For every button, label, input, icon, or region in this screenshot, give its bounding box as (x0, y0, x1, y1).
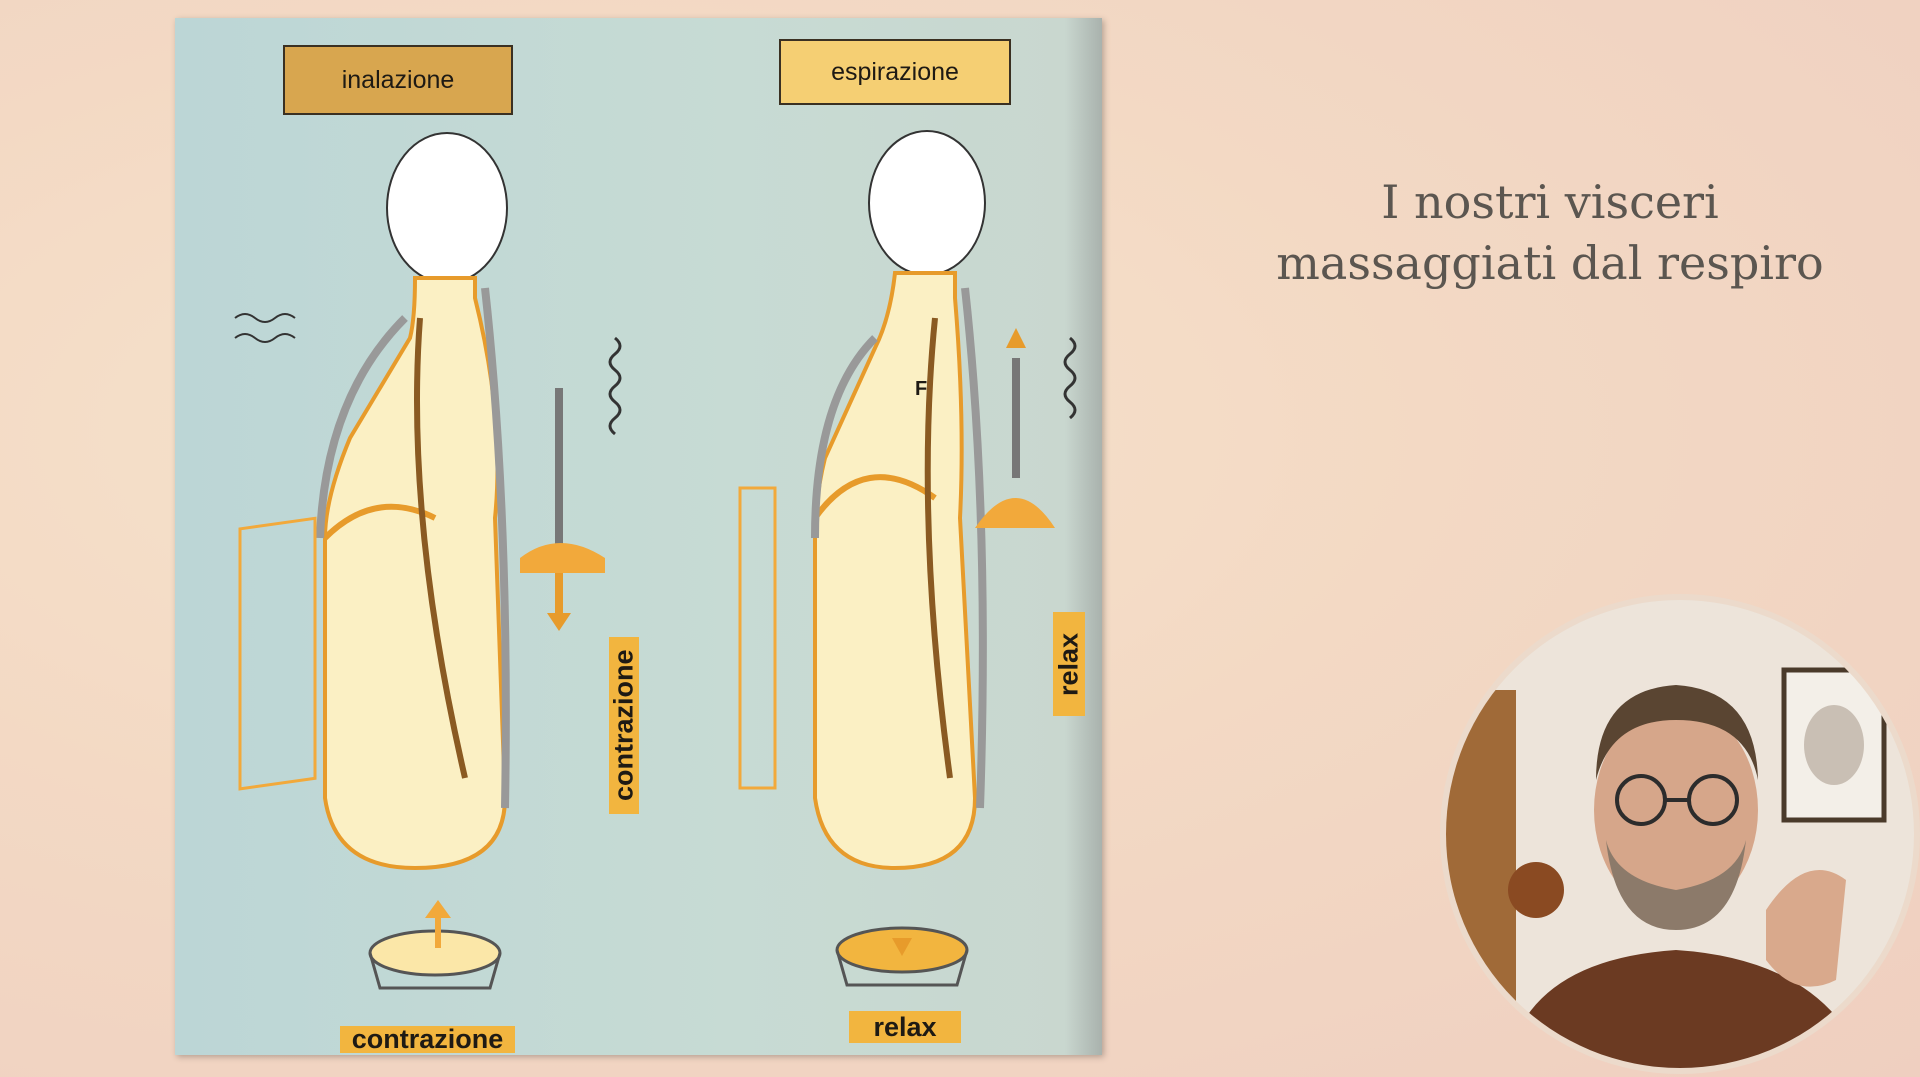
exhale-side-label: relax (1053, 612, 1085, 716)
force-marker: F (915, 378, 928, 400)
inhale-side-label: contrazione (609, 637, 639, 814)
slide-title: I nostri visceri massaggiati dal respiro (1200, 172, 1900, 294)
presenter-webcam (1446, 600, 1914, 1068)
inhale-label: inalazione (283, 45, 513, 115)
exhale-figure (738, 130, 1077, 987)
inhale-figure (234, 132, 622, 990)
title-line-1: I nostri visceri (1381, 175, 1719, 229)
diagram-illustration (234, 130, 1077, 990)
exhale-bottom-label: relax (849, 1011, 961, 1043)
title-line-2: massaggiati dal respiro (1276, 236, 1824, 290)
presenter-video-icon (1446, 600, 1914, 1068)
breathing-diagram: inalazione espirazione contrazione relax… (175, 18, 1102, 1055)
exhale-label: espirazione (779, 39, 1011, 105)
inhale-bottom-label: contrazione (340, 1024, 515, 1054)
